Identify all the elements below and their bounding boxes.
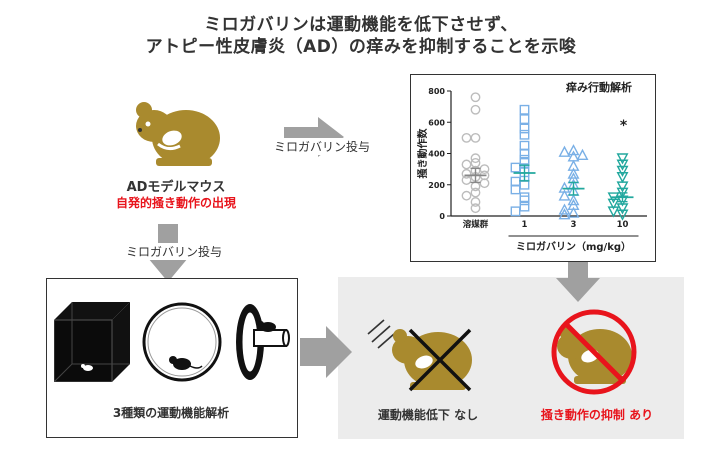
motor-function-caption: 3種類の運動機能解析	[112, 406, 230, 420]
data-point-circle	[470, 153, 481, 164]
data-point-circle	[470, 197, 481, 207]
data-point-triangle-down	[607, 198, 620, 210]
y-tick-label: 400	[428, 150, 445, 159]
data-point-circle	[470, 187, 481, 198]
data-point-triangle-up	[567, 167, 580, 179]
x-tick-label: 1	[522, 220, 528, 230]
significance-marker: *	[620, 118, 628, 134]
data-point-triangle-down	[616, 153, 629, 165]
data-point-circle	[461, 190, 472, 201]
data-point-square	[510, 162, 521, 173]
ad-model-label: ADモデルマウス	[126, 180, 226, 195]
data-point-square	[519, 114, 530, 125]
data-point-triangle-down	[616, 165, 629, 177]
data-point-triangle-down	[616, 172, 629, 184]
chart-y-axis-label: 掻き動作数	[416, 128, 429, 179]
data-point-square	[519, 154, 530, 165]
data-point-circle	[470, 92, 481, 103]
mouse-no-impairment-icon	[367, 319, 472, 392]
data-point-triangle-up	[558, 208, 571, 220]
data-point-triangle-up	[567, 194, 580, 206]
ad-model-sublabel: 自発的掻き動作の出現	[115, 196, 236, 210]
data-point-triangle-up	[558, 203, 571, 215]
data-point-triangle-down	[616, 181, 629, 193]
data-point-circle	[470, 203, 481, 214]
data-point-circle	[470, 132, 481, 143]
data-point-triangle-down	[616, 203, 629, 215]
open-field-test-icon	[54, 302, 130, 382]
data-point-triangle-up	[558, 145, 571, 157]
y-tick-label: 0	[439, 212, 445, 221]
x-tick-label: 3	[571, 220, 577, 230]
data-point-triangle-up	[576, 148, 589, 160]
arrow-label-dose-left: ミロガバリン投与	[124, 243, 225, 260]
itch-behavior-chart: 痒み行動解析 掻き動作数 0 200 400 600 800 溶媒群 1 3 10 * ミロガ…	[416, 80, 647, 253]
y-tick-label: 800	[428, 87, 445, 96]
data-point-square	[510, 206, 521, 217]
result-scratch-suppression: 掻き動作の抑制 あり	[540, 408, 654, 422]
chart-title: 痒み行動解析	[566, 80, 632, 94]
data-point-square	[519, 129, 530, 140]
running-wheel-icon	[142, 302, 222, 382]
data-point-triangle-up	[567, 206, 580, 218]
arrow-right-results-icon	[300, 326, 352, 378]
arrow-down-chart-icon	[556, 262, 600, 302]
data-point-square	[519, 195, 530, 206]
ad-mouse-icon	[136, 102, 220, 166]
data-point-square	[510, 184, 521, 195]
result-no-motor-impairment: 運動機能低下 なし	[377, 408, 479, 422]
data-point-square	[519, 123, 530, 134]
data-point-circle	[461, 175, 472, 185]
chart-x-axis-label: ミロガバリン（mg/kg）	[516, 240, 631, 253]
data-point-triangle-down	[616, 209, 629, 221]
data-point-square	[519, 104, 530, 115]
title-line-1: ミロガバリンは運動機能を低下させず、	[204, 15, 518, 35]
data-point-triangle-down	[607, 206, 620, 218]
data-point-circle	[479, 178, 490, 189]
data-point-circle	[479, 164, 490, 175]
data-point-square	[519, 201, 530, 212]
motion-lines	[367, 319, 395, 349]
data-point-circle	[461, 168, 472, 179]
x-tick-label: 10	[617, 220, 629, 230]
data-point-circle	[470, 104, 481, 115]
data-point-square	[519, 192, 530, 203]
rotarod-test-icon	[236, 304, 290, 380]
y-tick-label: 200	[428, 181, 445, 190]
data-point-triangle-up	[567, 144, 580, 156]
y-tick-label: 600	[428, 118, 445, 127]
x-tick-label: 溶媒群	[463, 219, 489, 230]
mouse-scratch-suppressed-icon	[551, 309, 637, 395]
data-point-square	[519, 148, 530, 159]
data-point-circle	[461, 132, 472, 143]
arrow-label-dose-top: ミロガバリン投与	[272, 138, 373, 155]
title-line-2: アトピー性皮膚炎（AD）の痒みを抑制することを示唆	[145, 37, 577, 57]
data-point-triangle-up	[558, 189, 571, 201]
data-point-triangle-down	[616, 159, 629, 171]
data-point-circle	[461, 159, 472, 170]
